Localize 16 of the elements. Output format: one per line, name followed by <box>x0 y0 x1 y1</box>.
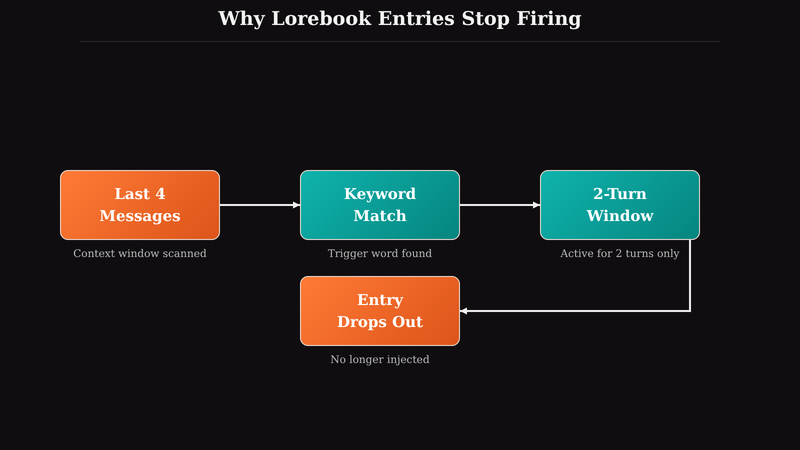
arrow <box>460 202 540 208</box>
step-caption: Active for 2 turns only <box>560 248 680 260</box>
step-caption: Context window scanned <box>72 248 208 260</box>
box-label: 2-Turn Window <box>586 184 655 227</box>
box-label: Last 4 Messages <box>98 184 182 227</box>
process-box <box>60 170 220 240</box>
diagram-title: Why Lorebook Entries Stop Firing <box>217 8 583 30</box>
box-label: Entry Drops Out <box>336 290 424 333</box>
arrow <box>220 202 300 208</box>
step-caption: Trigger word found <box>326 248 434 260</box>
process-box <box>300 170 460 240</box>
box-label: Keyword Match <box>342 184 418 227</box>
step-caption: No longer injected <box>329 354 431 366</box>
process-box <box>540 170 700 240</box>
process-box <box>300 276 460 346</box>
arrow <box>460 240 691 314</box>
